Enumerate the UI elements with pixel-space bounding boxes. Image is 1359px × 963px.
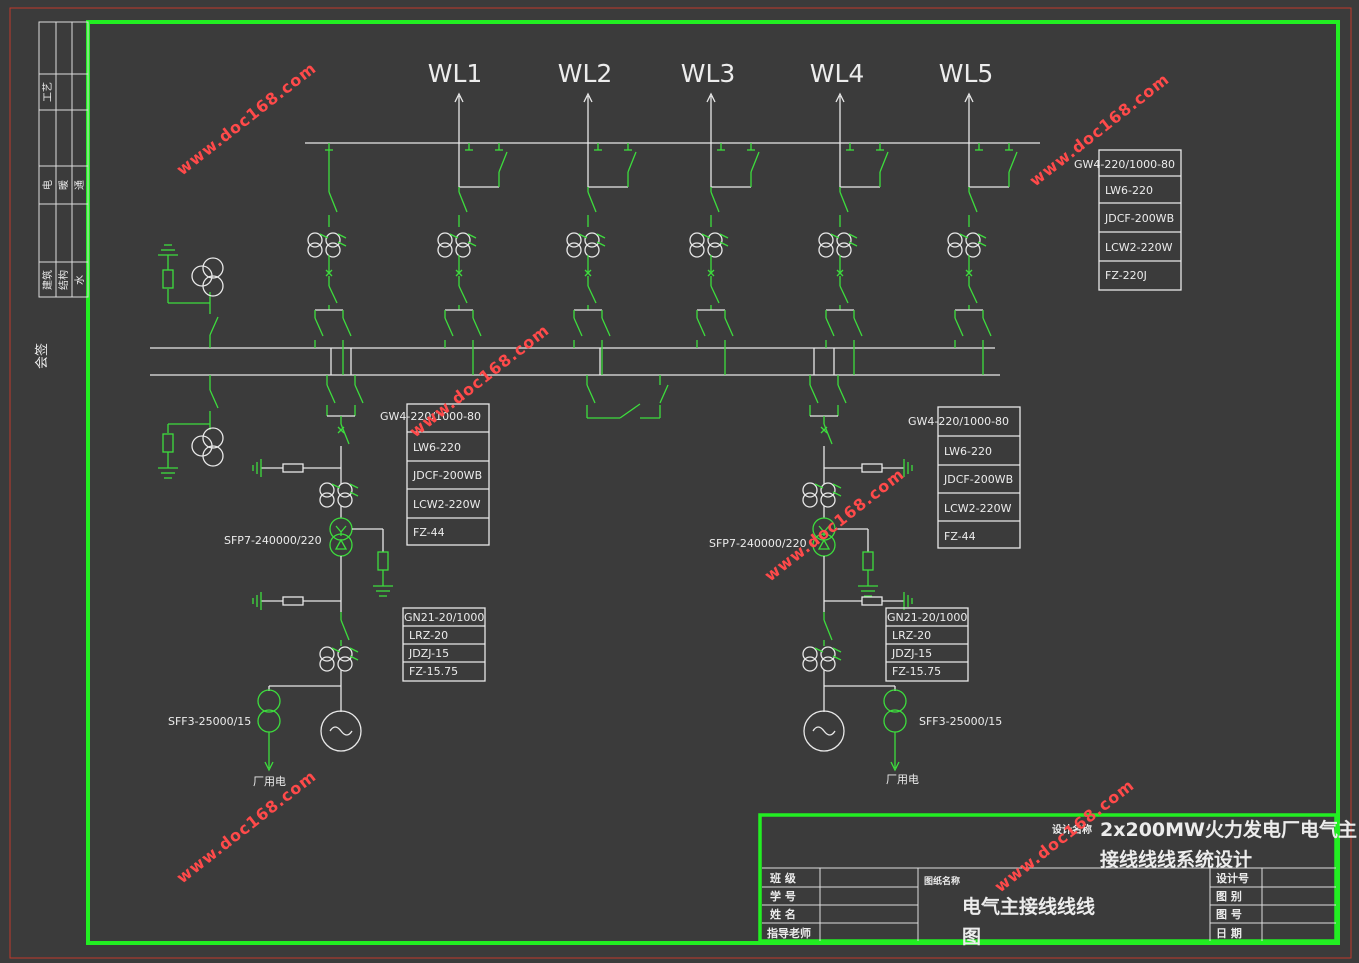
feeder-label: WL5 <box>939 59 994 88</box>
feeder-bay-first <box>307 143 352 375</box>
equipment-left-1: LW6-220 <box>413 441 461 454</box>
gen-right-2: JDZJ-15 <box>891 647 932 660</box>
equipment-left-2: JDCF-200WB <box>412 469 482 482</box>
design-name-line2: 接线线线系统设计 <box>1100 848 1252 871</box>
watermark: www.doc168.com <box>761 464 908 585</box>
gen-right-0: GN21-20/1000 <box>887 611 967 624</box>
left-label-0: 班 级 <box>770 871 797 885</box>
design-name-label: 设计名称 <box>1052 823 1092 836</box>
aux-transformer-label-right: SFF3-25000/15 <box>919 715 1002 728</box>
left-label-3: 指导老师 <box>767 926 811 940</box>
feeder-bay <box>566 92 637 375</box>
aux-power-label-left: 厂用电 <box>253 775 286 788</box>
equipment-table-left: GW4-220/1000-80 LW6-220 JDCF-200WB LCW2-… <box>380 403 490 546</box>
feeder-label: WL3 <box>681 59 736 88</box>
drawing-name-line1: 电气主接线线线 <box>962 895 1095 918</box>
gen-right-3: FZ-15.75 <box>892 665 941 678</box>
feeder-bays <box>307 92 1018 375</box>
right-label-2: 图 号 <box>1216 908 1242 921</box>
side-cell-4: 建筑 <box>41 270 54 290</box>
side-cell-0: 工艺 <box>42 82 54 102</box>
right-label-0: 设计号 <box>1216 871 1249 885</box>
right-label-3: 日 期 <box>1216 926 1242 940</box>
gen-left-0: GN21-20/1000 <box>404 611 484 624</box>
equipment-table-top: GW4-220/1000-80 LW6-220 JDCF-200WB LCW2-… <box>1074 149 1182 291</box>
equipment-top-0: GW4-220/1000-80 <box>1074 158 1175 171</box>
left-label-1: 学 号 <box>770 889 796 903</box>
equipment-left-0: GW4-220/1000-80 <box>380 410 481 423</box>
equipment-right-0: GW4-220/1000-80 <box>908 415 1009 428</box>
side-cell-1: 电 <box>41 180 54 190</box>
drawing-name-line2: 图 <box>962 926 981 948</box>
watermark: www.doc168.com <box>406 320 553 441</box>
feeder-bay <box>437 92 508 375</box>
side-cell-5: 结构 <box>57 270 70 290</box>
watermark: www.doc168.com <box>173 766 320 887</box>
equipment-top-2: JDCF-200WB <box>1104 212 1174 225</box>
generator-units <box>252 348 913 772</box>
bus-coupler <box>586 348 669 419</box>
equipment-left-4: FZ-44 <box>413 526 445 539</box>
equipment-table-right: GW4-220/1000-80 LW6-220 JDCF-200WB LCW2-… <box>908 406 1021 549</box>
equipment-top-3: LCW2-220W <box>1105 241 1173 254</box>
feeder-label: WL4 <box>810 59 865 88</box>
equipment-left-3: LCW2-220W <box>413 498 481 511</box>
feeder-bay <box>689 92 760 375</box>
equipment-top-1: LW6-220 <box>1105 184 1153 197</box>
generator-table-right: GN21-20/1000 LRZ-20 JDZJ-15 FZ-15.75 <box>885 607 969 682</box>
generator-table-left: GN21-20/1000 LRZ-20 JDZJ-15 FZ-15.75 <box>402 607 486 682</box>
aux-power-label-right: 厂用电 <box>886 773 919 786</box>
gen-left-3: FZ-15.75 <box>409 665 458 678</box>
bus-pt-lower <box>158 375 224 479</box>
gen-left-2: JDZJ-15 <box>408 647 449 660</box>
generator-unit <box>802 348 913 772</box>
title-block: 设计名称 2x200MW火力发电厂电气主 接线线线系统设计 图纸名称 电气主接线… <box>758 813 1357 948</box>
equipment-right-4: FZ-44 <box>944 530 976 543</box>
feeder-bay <box>818 92 889 375</box>
outer-border <box>9 7 1352 959</box>
drawing-name-label: 图纸名称 <box>924 875 960 887</box>
gen-left-1: LRZ-20 <box>409 629 448 642</box>
equipment-right-1: LW6-220 <box>944 445 992 458</box>
left-label-2: 姓 名 <box>770 907 796 921</box>
side-table: 工艺 电 暖 通 建筑 结构 水 <box>38 21 89 298</box>
generator-unit <box>252 348 393 772</box>
design-name-line1: 2x200MW火力发电厂电气主 <box>1100 818 1357 841</box>
gen-right-1: LRZ-20 <box>892 629 931 642</box>
drawing-frame <box>86 20 1340 945</box>
feeder-label: WL1 <box>428 59 483 88</box>
feeder-label: WL2 <box>558 59 613 88</box>
side-label: 会签 <box>34 343 50 369</box>
main-transformer-label-left: SFP7-240000/220 <box>224 534 322 547</box>
watermark: www.doc168.com <box>173 58 320 179</box>
side-cell-3: 通 <box>74 180 86 190</box>
side-cell-6: 水 <box>74 275 86 285</box>
right-label-1: 图 别 <box>1216 889 1242 903</box>
equipment-right-3: LCW2-220W <box>944 502 1012 515</box>
bus-pt-upper <box>158 244 224 348</box>
side-cell-2: 暖 <box>57 180 70 190</box>
main-transformer-label-right: SFP7-240000/220 <box>709 537 807 550</box>
feeder-bay <box>947 92 1018 375</box>
equipment-right-2: JDCF-200WB <box>943 473 1013 486</box>
aux-transformer-label-left: SFF3-25000/15 <box>168 715 251 728</box>
equipment-top-4: FZ-220J <box>1105 269 1147 282</box>
